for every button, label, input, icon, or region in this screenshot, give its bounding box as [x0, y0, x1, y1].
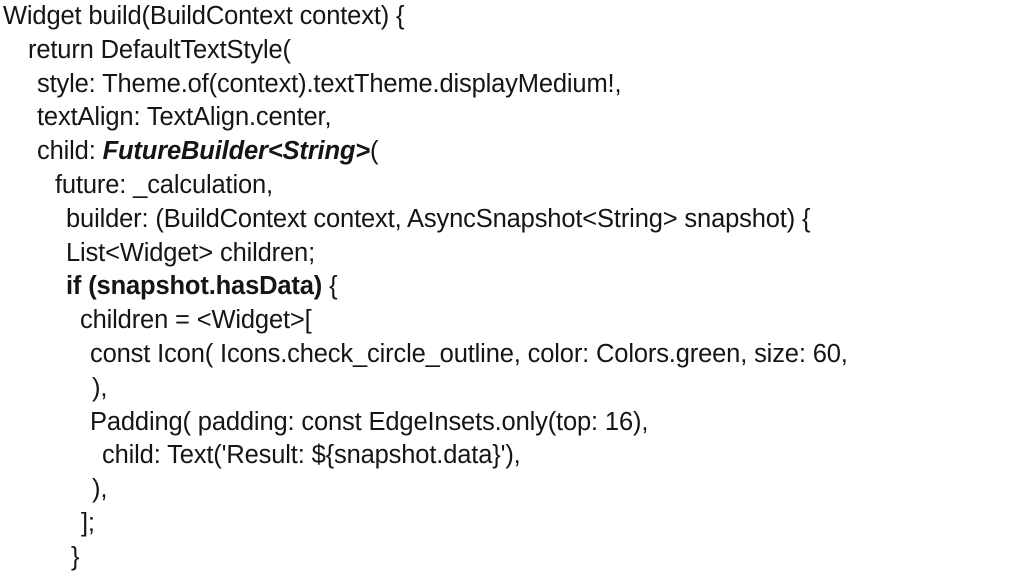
code-line: ]; — [0, 507, 1024, 541]
code-line: child: Text('Result: ${snapshot.data}'), — [0, 439, 1024, 473]
code-line: builder: (BuildContext context, AsyncSna… — [0, 203, 1024, 237]
code-segment: future: _calculation, — [55, 170, 273, 199]
code-segment: children = <Widget>[ — [80, 306, 312, 335]
code-segment: ( — [370, 137, 379, 166]
code-segment: List<Widget> children; — [66, 238, 315, 267]
code-segment: style: Theme.of(context).textTheme.displ… — [37, 69, 622, 98]
code-line: ), — [0, 372, 1024, 406]
code-segment: textAlign: TextAlign.center, — [37, 103, 332, 132]
code-segment: { — [322, 272, 338, 301]
code-line: Widget build(BuildContext context) { — [0, 0, 1024, 34]
code-segment: } — [71, 542, 80, 571]
code-line: ), — [0, 473, 1024, 507]
code-segment: const Icon( Icons.check_circle_outline, … — [90, 339, 848, 368]
code-segment: ]; — [81, 508, 95, 537]
code-segment: Padding( padding: const EdgeInsets.only(… — [90, 407, 649, 436]
code-line: } — [0, 541, 1024, 575]
code-line: children = <Widget>[ — [0, 304, 1024, 338]
code-segment: ), — [92, 475, 108, 504]
code-line: return DefaultTextStyle( — [0, 34, 1024, 68]
code-segment: return DefaultTextStyle( — [28, 35, 291, 64]
code-segment: Widget build(BuildContext context) { — [3, 2, 405, 30]
code-segment: child: — [37, 137, 103, 166]
code-segment: child: Text('Result: ${snapshot.data}'), — [102, 441, 521, 470]
code-line: if (snapshot.hasData) { — [0, 270, 1024, 304]
code-segment: if (snapshot.hasData) — [66, 272, 323, 301]
code-line: future: _calculation, — [0, 169, 1024, 203]
code-segment: ), — [92, 373, 108, 402]
code-line: List<Widget> children; — [0, 237, 1024, 271]
code-line: style: Theme.of(context).textTheme.displ… — [0, 68, 1024, 102]
code-line: textAlign: TextAlign.center, — [0, 101, 1024, 135]
code-line: Padding( padding: const EdgeInsets.only(… — [0, 406, 1024, 440]
code-line: const Icon( Icons.check_circle_outline, … — [0, 338, 1024, 372]
code-segment: FutureBuilder<String> — [102, 137, 371, 166]
code-segment: builder: (BuildContext context, AsyncSna… — [66, 204, 811, 233]
code-line: child: FutureBuilder<String>( — [0, 135, 1024, 169]
